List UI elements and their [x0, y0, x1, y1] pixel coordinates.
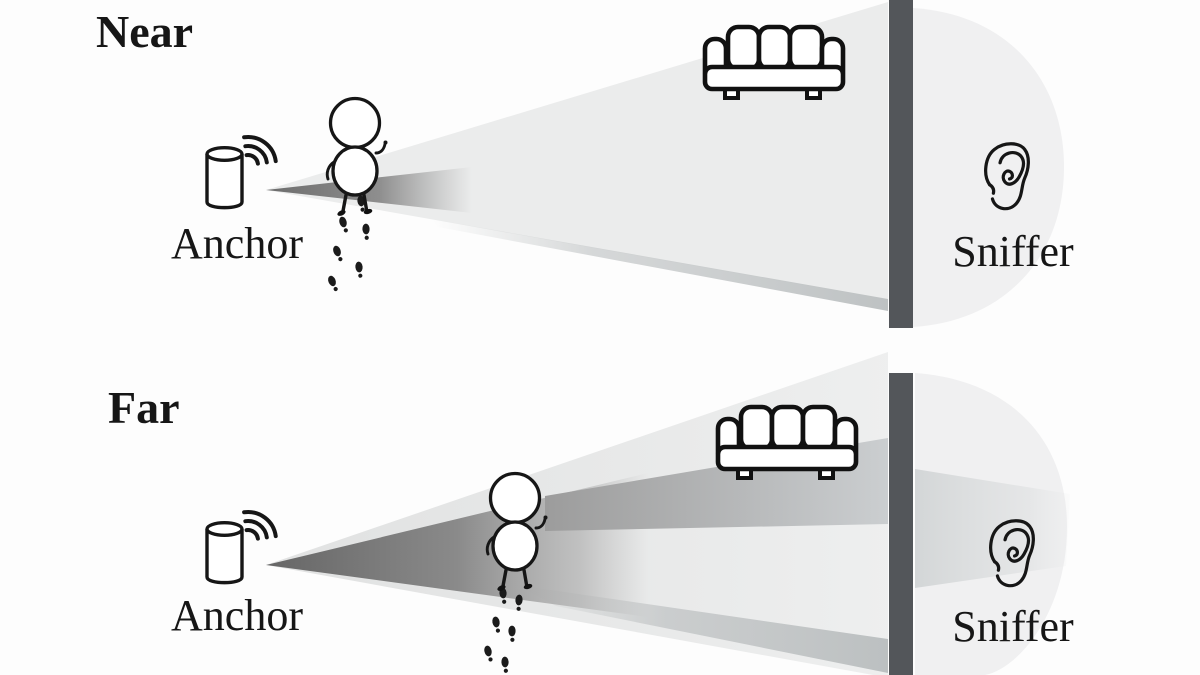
near-sniffer-label: Sniffer: [952, 227, 1074, 276]
near-scene: Near Anchor Sniffer: [96, 0, 1074, 328]
near-wifi-signal-icon: [242, 131, 278, 167]
far-scene: Far Anchor Sniffer: [108, 352, 1074, 675]
far-anchor-label: Anchor: [171, 591, 303, 640]
near-wall-bar: [889, 0, 913, 328]
far-sofa-icon: [718, 407, 856, 478]
near-sofa-icon: [705, 27, 843, 98]
far-sniffer-label: Sniffer: [952, 602, 1074, 651]
far-speaker-anchor-icon: [205, 521, 244, 585]
near-footprints-icon: [326, 195, 370, 293]
near-beam-floor-edge: [432, 219, 888, 311]
far-wifi-signal-icon: [242, 506, 278, 542]
near-speaker-anchor-icon: [205, 145, 244, 210]
far-wall-bar: [889, 373, 913, 675]
near-anchor-label: Anchor: [171, 219, 303, 268]
near-through-wall-lobe: [913, 8, 1064, 327]
far-through-wall-beam-band: [915, 469, 1070, 588]
near-scene-title: Near: [96, 6, 193, 57]
far-scene-title: Far: [108, 382, 180, 433]
